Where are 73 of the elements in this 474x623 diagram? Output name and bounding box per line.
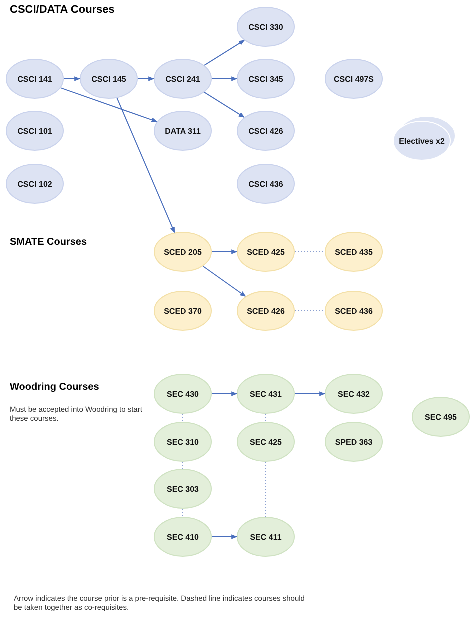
course-ellipse [237, 291, 295, 331]
course-code: SEC 432 [338, 390, 370, 398]
course-ellipse [237, 422, 295, 462]
course-ellipse [154, 517, 212, 557]
arrow [212, 76, 238, 82]
course-code: SCED 205 [164, 248, 202, 256]
dashed-line [294, 310, 326, 312]
course-ellipse [6, 164, 64, 204]
course-ellipse [237, 232, 295, 272]
course-ellipse [237, 374, 295, 414]
course-code: SCED 435 [335, 248, 373, 256]
course-code: CSCI 145 [92, 74, 126, 84]
arrow [116, 98, 176, 234]
arrow [138, 76, 155, 82]
course-code: SEC 303 [166, 484, 200, 494]
course-code: SCED 425 [247, 248, 285, 256]
section-heading: CSCI/DATA Courses [10, 4, 115, 18]
course-ellipse [237, 59, 295, 99]
course-ellipse [237, 164, 295, 204]
dashed-line [182, 508, 184, 518]
course-code: CSCI 241 [166, 74, 200, 84]
course-ellipse [325, 59, 383, 99]
arrow [204, 92, 246, 118]
course-code: CSCI 436 [248, 180, 284, 188]
course-ellipse [154, 111, 212, 151]
course-code: SEC 310 [166, 438, 200, 446]
course-code: SCED 426 [247, 306, 285, 316]
course-ellipse [154, 232, 212, 272]
course-code: SEC 431 [250, 390, 282, 398]
course-ellipse [237, 7, 295, 47]
course-ellipse [154, 291, 212, 331]
course-ellipse [154, 374, 212, 414]
arrow [60, 88, 158, 122]
course-code: SCED 370 [164, 306, 202, 316]
course-code: SCED 436 [335, 306, 373, 316]
course-code: SEC 411 [250, 532, 282, 542]
course-ellipse [154, 59, 212, 99]
arrow [294, 392, 326, 396]
course-ellipse [325, 374, 383, 414]
course-ellipse [412, 397, 470, 437]
section-heading: Woodring Courses [10, 382, 100, 394]
course-ellipse [237, 517, 295, 557]
section-heading: SMATE Courses [10, 237, 88, 250]
arrow [204, 40, 246, 66]
course-ellipse [237, 111, 295, 151]
course-ellipse [154, 422, 212, 462]
course-code: SPED 363 [335, 438, 373, 446]
course-code: CSCI 330 [248, 22, 284, 32]
course-code: DATA 311 [165, 126, 201, 136]
course-code: CSCI 345 [248, 74, 284, 84]
arrow [212, 534, 238, 540]
course-code: SEC 495 [424, 412, 458, 422]
course-ellipse [325, 291, 383, 331]
course-ellipse [325, 422, 383, 462]
course-ellipse [6, 111, 64, 151]
course-code: CSCI 102 [18, 180, 52, 188]
course-code: CSCI 141 [18, 74, 52, 84]
course-code: SEC 430 [166, 390, 200, 398]
course-code: SEC 410 [166, 532, 200, 542]
course-ellipse [6, 59, 64, 99]
dashed-line [182, 462, 184, 470]
course-ellipse [154, 469, 212, 509]
course-ellipse [80, 59, 138, 99]
arrow [64, 76, 81, 82]
course-code: CSCI 101 [18, 126, 52, 136]
course-code: CSCI 426 [248, 126, 284, 136]
course-ellipse [325, 232, 383, 272]
course-code: SEC 425 [250, 438, 282, 446]
arrow [212, 250, 238, 254]
dashed-line [182, 414, 184, 422]
arrow [212, 392, 238, 396]
course-code: CSCI 497S [334, 74, 374, 84]
arrow [202, 266, 246, 298]
